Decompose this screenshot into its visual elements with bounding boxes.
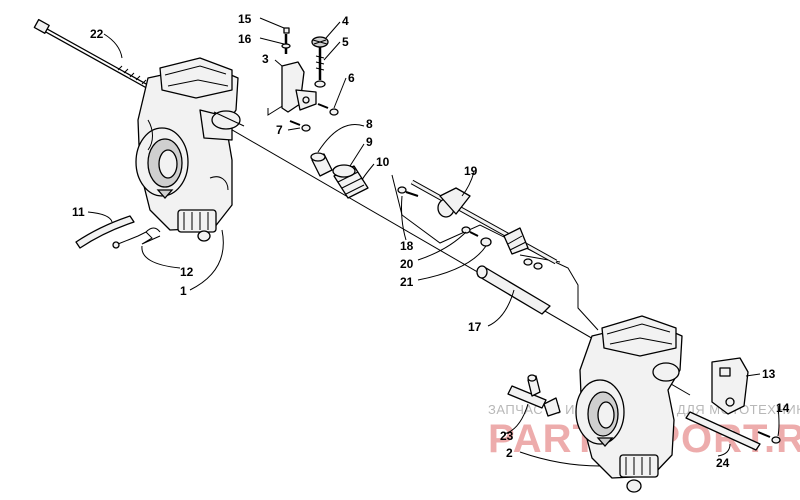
part-11-cable	[75, 215, 135, 249]
callout-15: 15	[238, 12, 252, 26]
part-2-carburetor-right	[575, 315, 683, 493]
part-24-cable	[685, 411, 761, 451]
part-3-bracket	[281, 61, 317, 113]
part-9-10-spring-sleeve	[332, 164, 369, 199]
callout-9: 9	[366, 135, 373, 149]
part-8-bushing	[310, 152, 333, 177]
callout-16: 16	[238, 32, 252, 46]
callout-7: 7	[276, 123, 283, 137]
part-19-throttle-shaft	[410, 179, 558, 270]
callout-14: 14	[776, 401, 790, 415]
part-14-screw	[757, 431, 781, 444]
part-4-5-adjust-screw	[311, 36, 329, 88]
part-18-screw	[397, 186, 419, 197]
part-15-16-screw-washer	[281, 27, 291, 54]
callout-10: 10	[376, 155, 390, 169]
callout-18: 18	[400, 239, 414, 253]
part-1-carburetor-left	[135, 57, 245, 242]
callout-8: 8	[366, 117, 373, 131]
callout-3: 3	[262, 52, 269, 66]
callout-20: 20	[400, 257, 414, 271]
callout-labels: 22 15 16 3 4 5 6 7 8 9 10 11 12 1 19 18 …	[72, 12, 790, 470]
part-6-screw	[317, 103, 339, 116]
callout-11: 11	[72, 205, 85, 219]
callout-6: 6	[348, 71, 355, 85]
part-7-screw	[289, 120, 311, 132]
part-23-fuel-fitting	[507, 374, 561, 417]
callout-12: 12	[180, 265, 194, 279]
callout-4: 4	[342, 14, 349, 28]
part-20-21-screw-washer	[461, 226, 492, 247]
leader-lines	[87, 17, 780, 467]
callout-19: 19	[464, 164, 478, 178]
callout-24: 24	[716, 456, 730, 470]
part-22-long-screw	[33, 18, 152, 90]
callout-22: 22	[90, 27, 104, 41]
callout-23: 23	[500, 429, 514, 443]
part-13-bracket	[711, 357, 749, 415]
callout-1: 1	[180, 284, 187, 298]
callout-2: 2	[506, 446, 513, 460]
part-12-clip	[112, 227, 161, 249]
callout-21: 21	[400, 275, 414, 289]
callout-13: 13	[762, 367, 776, 381]
callout-17: 17	[468, 320, 482, 334]
callout-5: 5	[342, 35, 349, 49]
